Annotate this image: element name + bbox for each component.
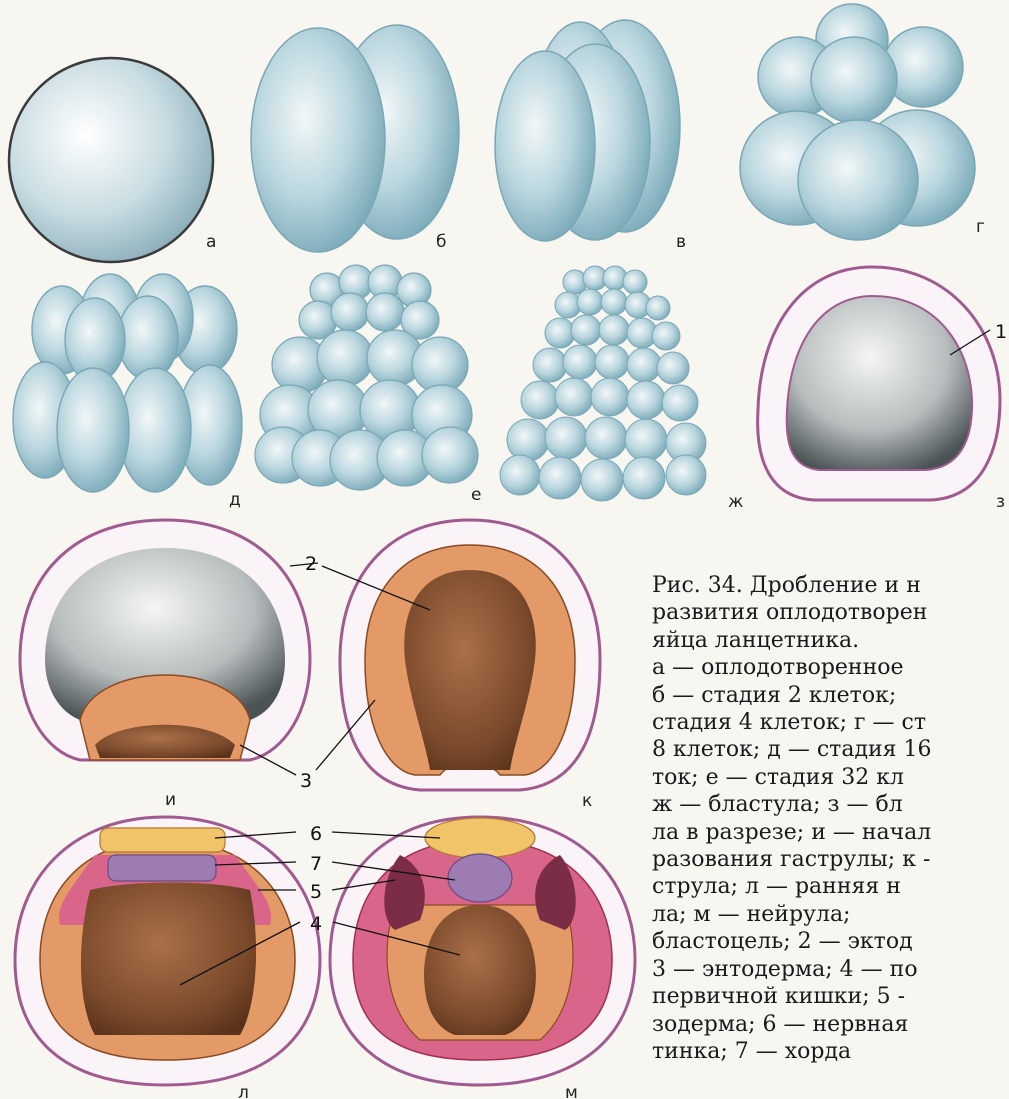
stage-z-blastula-section [758, 267, 1000, 500]
stage-label-v: в [676, 232, 686, 252]
caption-line: первичной кишки; 5 - [652, 983, 1009, 1010]
caption-line: развития оплодотворен [652, 599, 1009, 626]
stage-m-neurula [330, 817, 635, 1085]
figure-caption: Рис. 34. Дробление и н развития оплодотв… [652, 572, 1009, 1092]
stage-label-e: е [471, 485, 481, 505]
caption-line: 8 клеток; д — стадия 16 [652, 736, 1009, 763]
callout-6: 6 [310, 823, 322, 845]
stage-label-b: б [436, 232, 446, 252]
callout-1: 1 [995, 321, 1007, 343]
stage-label-d: д [229, 490, 241, 510]
stage-i-gastrula-start [20, 520, 310, 760]
caption-line: Рис. 34. Дробление и н [652, 572, 1009, 599]
callout-3: 3 [300, 770, 312, 792]
caption-line: стадия 4 клеток; г — ст [652, 709, 1009, 736]
stage-v-four-cells [495, 20, 680, 241]
caption-line: ток; е — стадия 32 кл [652, 764, 1009, 791]
stage-a-egg [9, 58, 213, 262]
caption-line: б — стадия 2 клеток; [652, 682, 1009, 709]
stage-label-a: а [206, 232, 216, 252]
caption-line: бластоцель; 2 — эктод [652, 928, 1009, 955]
callout-4: 4 [310, 913, 322, 935]
stage-d-sixteen-cells [13, 274, 242, 492]
caption-line: ла в разрезе; и — начал [652, 819, 1009, 846]
stage-label-m: м [565, 1083, 578, 1099]
caption-line: 3 — энтодерма; 4 — по [652, 956, 1009, 983]
stage-label-g: г [976, 217, 985, 237]
caption-line: а — оплодотворенное [652, 654, 1009, 681]
stage-label-k: к [582, 791, 592, 811]
caption-line: струла; л — ранняя н [652, 873, 1009, 900]
caption-line: ж — бластула; з — бл [652, 791, 1009, 818]
stage-label-zh: ж [728, 492, 743, 512]
stage-l-early-neurula [15, 817, 320, 1085]
callout-5: 5 [310, 881, 322, 903]
stage-label-l: л [238, 1083, 249, 1099]
stage-label-i: и [165, 790, 176, 810]
stage-label-z: з [996, 492, 1005, 512]
stage-g-eight-cells [740, 4, 975, 240]
caption-line: тинка; 7 — хорда [652, 1038, 1009, 1065]
caption-line: яйца ланцетника. [652, 627, 1009, 654]
caption-line: зодерма; 6 — нервная [652, 1011, 1009, 1038]
stage-e-thirtytwo-cells [255, 265, 478, 490]
callout-2: 2 [305, 553, 317, 575]
stage-b-two-cells [251, 25, 459, 252]
caption-line: ла; м — нейрула; [652, 901, 1009, 928]
callout-7: 7 [310, 853, 322, 875]
caption-line: разования гаструлы; к - [652, 846, 1009, 873]
stage-zh-blastula [500, 266, 706, 501]
stage-k-gastrula [340, 520, 600, 790]
